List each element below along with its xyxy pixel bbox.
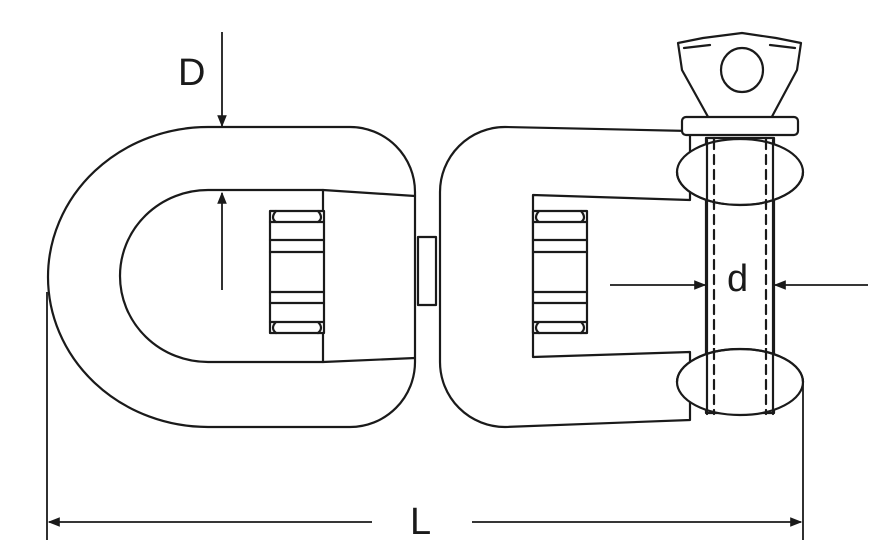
right-jaw bbox=[438, 125, 692, 429]
right-hex-nut bbox=[531, 209, 589, 335]
label-d: d bbox=[727, 258, 748, 300]
wing-head bbox=[676, 31, 803, 137]
dimension-L bbox=[46, 292, 804, 540]
swivel-pin bbox=[416, 235, 438, 307]
jaw-bosses bbox=[675, 137, 805, 417]
label-D: D bbox=[178, 52, 205, 94]
label-L: L bbox=[410, 501, 431, 543]
left-eye bbox=[46, 125, 417, 429]
left-hex-nut bbox=[268, 209, 326, 335]
